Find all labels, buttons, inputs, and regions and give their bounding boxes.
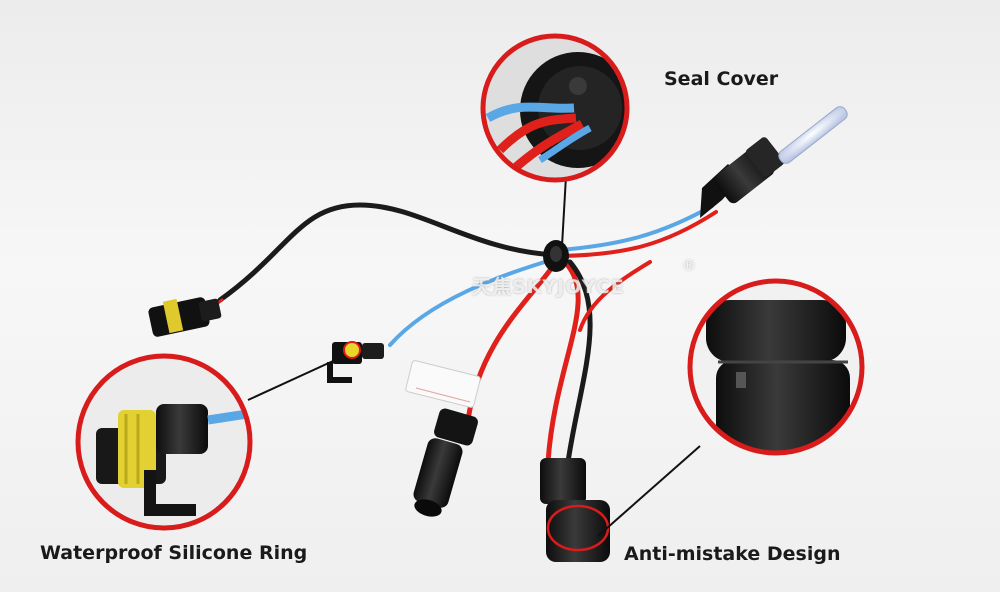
wire-bundle	[198, 202, 718, 465]
blue-wire-bulb	[558, 204, 714, 252]
seal-cover-callout	[480, 33, 630, 183]
small-connector	[327, 341, 384, 383]
two-pin-connector	[413, 408, 478, 517]
waterproof-ring-callout	[75, 353, 253, 531]
seal-cover-junction	[543, 240, 569, 272]
black-wire	[217, 202, 558, 303]
red-wire-down	[545, 259, 581, 465]
red-wire-bulb	[558, 210, 718, 258]
blue-wire	[388, 256, 560, 347]
anti-mistake-callout	[687, 278, 865, 456]
registered-mark: ®	[682, 258, 696, 274]
xenon-bulb	[700, 106, 848, 218]
seal-cover-label: Seal Cover	[664, 68, 779, 90]
leader-lines	[247, 175, 701, 537]
anti-mistake-connector	[540, 458, 610, 562]
left-black-connector	[148, 297, 222, 337]
brand-watermark: 天焦SKYJOYCE	[472, 276, 625, 298]
anti-mistake-label: Anti-mistake Design	[624, 543, 841, 565]
waterproof-ring-label: Waterproof Silicone Ring	[40, 542, 308, 564]
white-tag	[405, 360, 481, 408]
black-wire-down	[565, 259, 593, 465]
